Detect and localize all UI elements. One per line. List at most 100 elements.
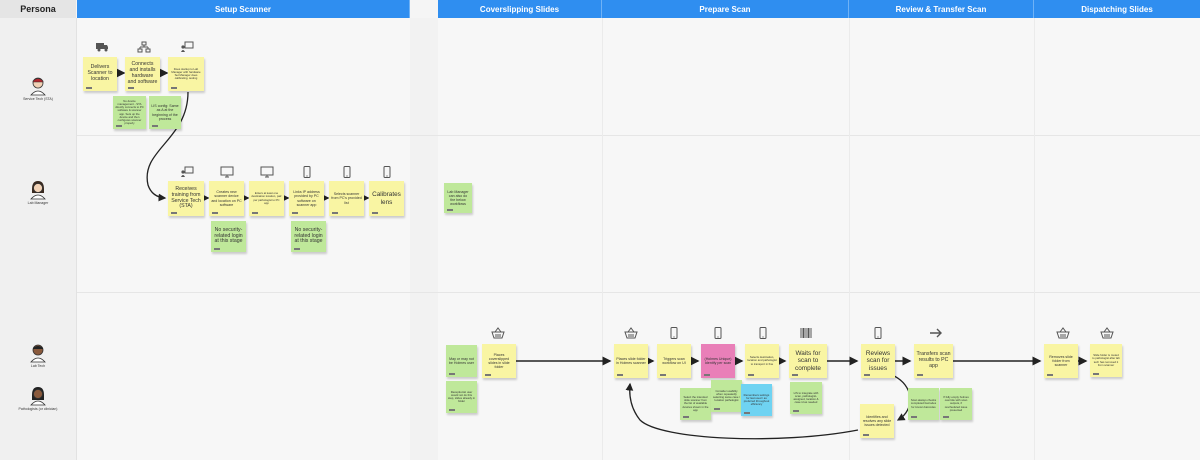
- truck-icon: [96, 43, 108, 52]
- note-text: Delivers Scanner to location: [87, 64, 113, 82]
- column-gap: [410, 18, 438, 460]
- dispatching-header: Dispatching Slides: [1034, 0, 1200, 18]
- note-dispatch[interactable]: Slide folder is routed to pathologist af…: [1090, 344, 1122, 377]
- note-no-login-1[interactable]: No security-related login at this stage: [211, 221, 246, 252]
- note-removes-slide[interactable]: Removes slide folder from scanner: [1044, 344, 1078, 378]
- note-text: May or may not be Holmes user: [448, 356, 475, 365]
- note-text: Selects scanner from PC's provided list: [331, 192, 362, 205]
- phone-icon: [343, 166, 351, 178]
- note-text: Removes slide folder from scanner: [1049, 354, 1073, 368]
- persona-lab-manager: Lab Manager: [8, 180, 68, 205]
- note-text: Scan always checks completed barcodes fo…: [910, 398, 937, 409]
- lab-tech-avatar: [30, 344, 46, 363]
- persona-lab-tech: Lab Tech: [8, 343, 68, 368]
- note-holmes-unique[interactable]: (Holmes Unique) Identify per scan: [701, 344, 735, 378]
- note-receptionist[interactable]: Receptionist user would not do this step…: [446, 381, 477, 413]
- note-text: Identifies and resolves any slide issues…: [862, 414, 892, 428]
- note-lab-manager-also[interactable]: Lab Manager can also do the below workfl…: [444, 183, 472, 213]
- note-transfers-scan[interactable]: Transfers scan results to PC app: [914, 344, 953, 378]
- persona-label: Lab Manager: [27, 201, 49, 205]
- barcode-icon: [800, 328, 812, 338]
- note-selects-destination[interactable]: Selects destination, location and pathol…: [745, 344, 779, 378]
- setup-scanner-header: Setup Scanner: [77, 0, 410, 18]
- note-text: Links IP address provided by PC software…: [293, 190, 320, 207]
- note-text: Slide folder is routed to pathologist af…: [1092, 353, 1120, 367]
- phone-icon: [383, 166, 391, 178]
- note-scan-checks[interactable]: Scan always checks completed barcodes fo…: [908, 388, 939, 420]
- note-remember-settings[interactable]: Remembers settings for last used / as pr…: [741, 384, 772, 416]
- monitor-icon: [220, 166, 234, 178]
- note-text: Connects and installs hardware and softw…: [127, 61, 158, 85]
- note-text: Places coverslipped slides in slide fold…: [488, 352, 510, 370]
- note-triggers-scan[interactable]: Triggers scan workflow on UI: [657, 344, 691, 378]
- note-text: Remembers settings for last used / as pr…: [743, 392, 770, 407]
- note-setup[interactable]: Does startup to Lab Manager with hardwar…: [168, 57, 204, 91]
- note-text: Select the intended slide scanner from t…: [682, 394, 709, 412]
- lane-divider: [0, 135, 1200, 136]
- persona-label: Lab Tech: [30, 364, 46, 368]
- phone-icon: [670, 327, 678, 339]
- note-holmes-override[interactable]: If fully empty holmes override with scan…: [940, 388, 972, 420]
- note-text: Receives training from Service Tech (STA…: [171, 185, 201, 210]
- note-text: Consider usability when repeatedly selec…: [713, 388, 740, 403]
- service-tech-avatar: [30, 77, 46, 96]
- column-divider: [602, 18, 603, 460]
- arrow-right-icon: [930, 328, 942, 338]
- note-no-device-management[interactable]: No device management - STA directly conn…: [113, 96, 146, 129]
- phone-icon: [874, 327, 882, 339]
- basket-icon: [624, 327, 638, 339]
- network-icon: [137, 41, 151, 53]
- note-selects-scanner[interactable]: Selects scanner from PC's provided list: [329, 181, 364, 216]
- note-text: No device management - STA directly conn…: [115, 98, 144, 126]
- note-text: Reviews scan for issues: [865, 349, 891, 372]
- note-text: Triggers scan workflow on UI: [662, 356, 686, 365]
- note-receives-training[interactable]: Receives training from Service Tech (STA…: [168, 181, 204, 216]
- note-text: Receptionist user would not do this step…: [448, 389, 475, 404]
- column-divider: [1034, 18, 1035, 460]
- note-text: No security-related login at this stage: [294, 226, 323, 245]
- note-calibrates[interactable]: Calibrates lens: [369, 181, 404, 216]
- persona-service-tech: Service Tech (STA): [8, 76, 68, 101]
- phone-icon: [714, 327, 722, 339]
- review-transfer-header: Review & Transfer Scan: [849, 0, 1034, 18]
- note-links-ip[interactable]: Links IP address provided by PC software…: [289, 181, 324, 216]
- presenter-icon: [181, 41, 194, 52]
- note-select-scanner-small[interactable]: Select the intended slide scanner from t…: [680, 388, 711, 420]
- note-reviews-scan[interactable]: Reviews scan for issues: [861, 344, 895, 378]
- note-may-or-may-not[interactable]: May or may not be Holmes user: [446, 345, 477, 377]
- basket-icon: [1100, 327, 1114, 339]
- column-divider: [849, 18, 850, 460]
- note-waits-scan[interactable]: Waits for scan to complete: [789, 344, 827, 378]
- note-creates-scanner[interactable]: Creates new scanner device and location …: [209, 181, 244, 216]
- persona-pathologist: Pathologists (or clinician): [8, 386, 68, 411]
- monitor-icon: [260, 166, 274, 178]
- pathologist-avatar: [30, 387, 46, 406]
- note-text: Calibrates lens: [372, 191, 401, 206]
- note-text: Transfers scan results to PC app: [916, 351, 951, 369]
- note-delivers[interactable]: Delivers Scanner to location: [83, 57, 117, 91]
- persona-label: Pathologists (or clinician): [18, 407, 58, 411]
- note-places-slide[interactable]: Places slide folder in Holmes scanner: [614, 344, 648, 378]
- note-text: Places slide folder in Holmes scanner: [616, 356, 646, 365]
- lane-divider: [0, 292, 1200, 293]
- note-no-login-2[interactable]: No security-related login at this stage: [291, 221, 326, 252]
- persona-header: Persona: [0, 0, 76, 18]
- note-connects[interactable]: Connects and installs hardware and softw…: [125, 57, 160, 91]
- note-identifies-issues[interactable]: Identifies and resolves any slide issues…: [860, 404, 894, 438]
- note-text: Lab Manager can also do the below workfl…: [447, 189, 469, 207]
- coverslipping-header: Coverslipping Slides: [438, 0, 602, 18]
- prepare-scan-header: Prepare Scan: [602, 0, 849, 18]
- note-lis-integrate[interactable]: LIS to integrate with scan, pathologist-…: [790, 382, 822, 414]
- note-text: If fully empty holmes override with scan…: [943, 394, 969, 412]
- note-places-coverslipped[interactable]: Places coverslipped slides in slide fold…: [482, 344, 516, 378]
- note-text: LIS config: Same as A at the beginning o…: [151, 104, 179, 121]
- phone-icon: [759, 327, 767, 339]
- arrow-identifies-back: [625, 382, 859, 440]
- note-enters-destination[interactable]: Enters at least one destination location…: [249, 181, 284, 216]
- basket-icon: [1056, 327, 1070, 339]
- note-text: Creates new scanner device and location …: [211, 190, 242, 207]
- note-text: Waits for scan to complete: [795, 349, 821, 372]
- note-consider-usability[interactable]: Consider usability when repeatedly selec…: [711, 380, 742, 412]
- note-lis-config[interactable]: LIS config: Same as A at the beginning o…: [149, 96, 181, 129]
